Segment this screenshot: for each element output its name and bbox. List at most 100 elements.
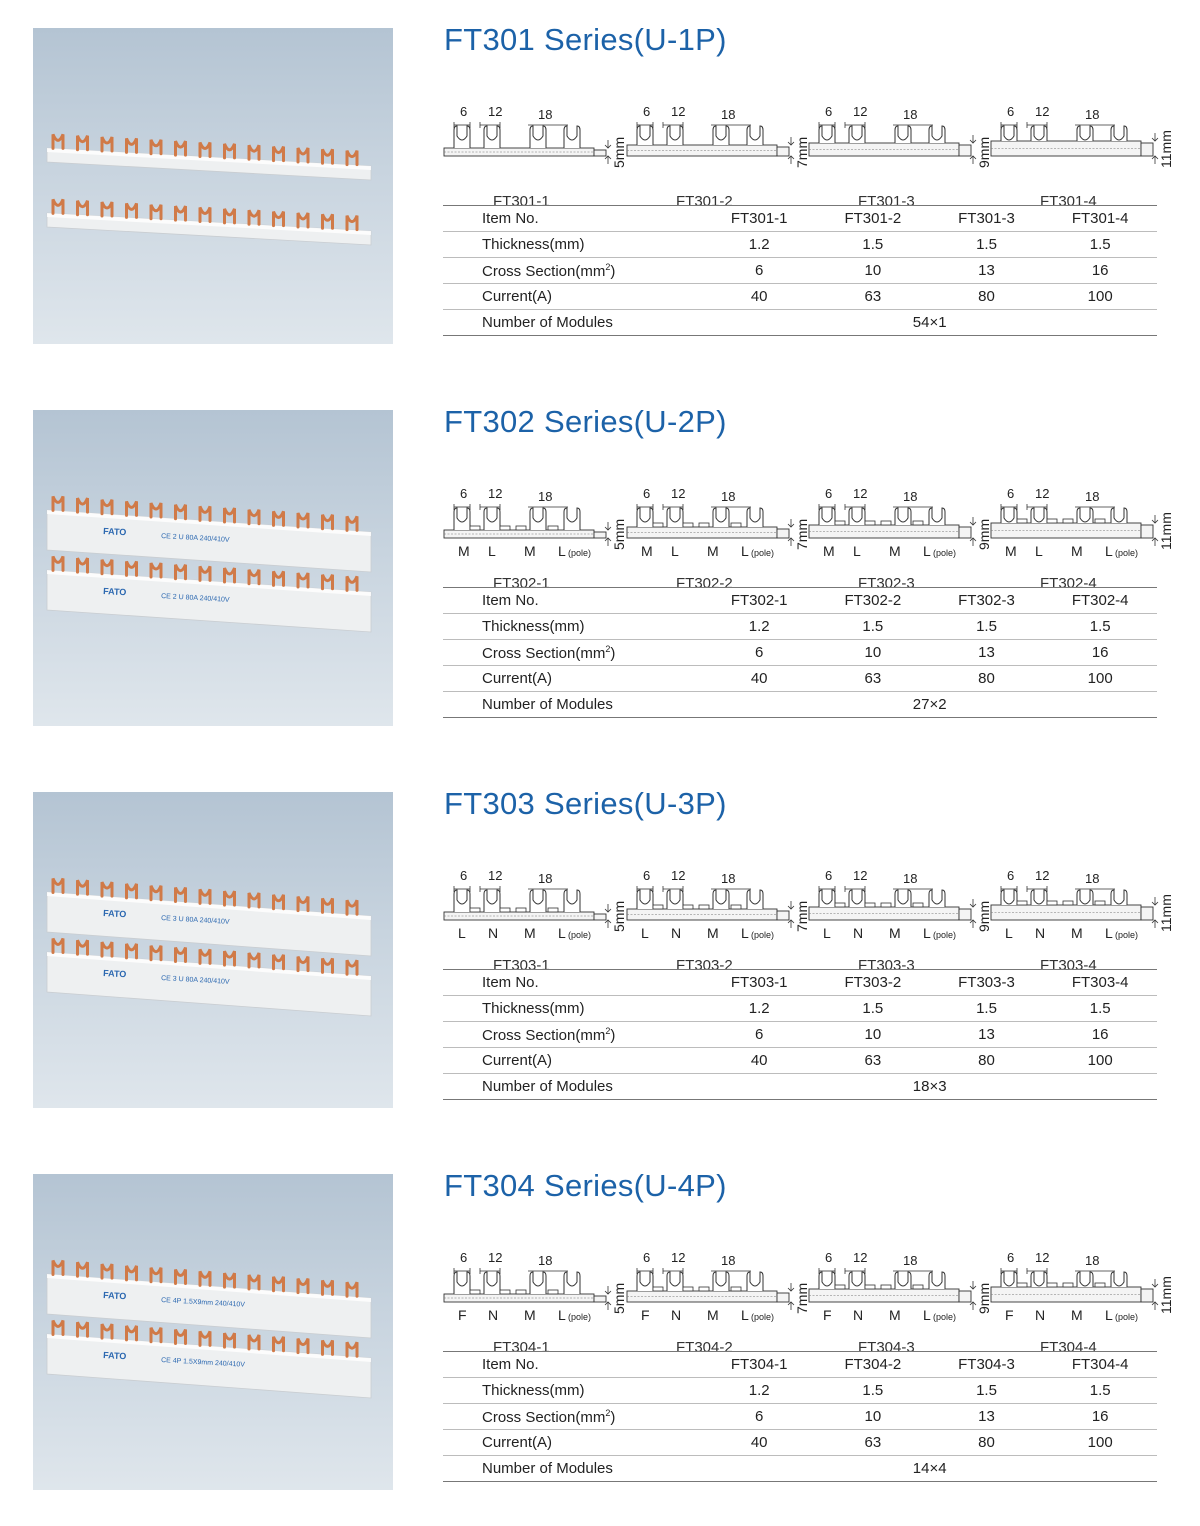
pole-label: L	[488, 543, 496, 559]
pin-tab	[682, 1286, 694, 1292]
dimension-lines	[453, 1268, 568, 1274]
fork-terminal	[1030, 1271, 1048, 1287]
dimension-label: 6	[460, 1250, 467, 1265]
pole-label: L	[558, 1307, 566, 1323]
pin-tab	[698, 904, 710, 910]
pin-tab	[1094, 1282, 1106, 1288]
thickness-label: Thickness(mm)	[443, 613, 703, 640]
pin-tab	[1016, 518, 1028, 524]
cross-label-text: Cross Section(mm	[482, 1408, 606, 1426]
fork-terminal	[666, 507, 684, 527]
fork-terminal	[529, 1271, 547, 1294]
dimension-label: 6	[643, 1250, 650, 1265]
table-cell: 80	[929, 283, 1044, 310]
pin-tab	[864, 1284, 876, 1290]
pole-label: F	[823, 1307, 832, 1323]
pole-label: L	[741, 1307, 749, 1323]
fork-terminal	[666, 125, 684, 145]
pole-label: L	[1105, 543, 1113, 559]
pin-tab	[1094, 900, 1106, 906]
pole-label: M	[1005, 543, 1017, 559]
thickness-arrow	[604, 1286, 612, 1310]
table-cell: 10	[816, 257, 930, 284]
table-cell: 1.5	[1043, 613, 1157, 640]
dimension-label: 18	[903, 107, 917, 122]
dimension-label: 18	[721, 1253, 735, 1268]
table-cell: 1.2	[702, 613, 817, 640]
pin-tab	[547, 1289, 559, 1295]
item-no-label: Item No.	[443, 969, 703, 996]
dimension-lines	[636, 122, 751, 128]
table-row: Current(A) 40 63 80 100	[443, 1047, 1157, 1074]
cross-label-close: )	[610, 644, 616, 662]
pole-note: (pole)	[1115, 1312, 1138, 1322]
thickness-label: 5mm	[611, 137, 627, 168]
dimension-label: 18	[721, 489, 735, 504]
table-cell: 40	[702, 665, 817, 692]
table-cell: FT304-2	[816, 1351, 930, 1378]
cross-label-text: Cross Section(mm	[482, 644, 606, 662]
thickness-arrow	[969, 1281, 977, 1310]
pin-tab	[469, 525, 481, 531]
fork-terminal	[928, 507, 946, 525]
pole-label: L	[1005, 925, 1013, 941]
fork-terminal	[746, 507, 764, 527]
busbar-photo	[46, 133, 372, 181]
dimension-label: 12	[853, 868, 867, 883]
pin-tab	[880, 520, 892, 526]
pin-tab	[912, 902, 924, 908]
dimension-label: 12	[671, 104, 685, 119]
dimension-label: 12	[671, 1250, 685, 1265]
table-cell: 6	[702, 257, 817, 284]
fork-terminal	[1000, 507, 1018, 523]
modules-value: 54×1	[702, 309, 1157, 336]
table-row: Item No. FT304-1 FT304-2 FT304-3 FT304-4	[443, 1351, 1157, 1378]
thickness-label: 7mm	[794, 137, 810, 168]
fork-terminal	[712, 507, 730, 527]
dimension-label: 12	[1035, 868, 1049, 883]
pole-label: M	[1071, 1307, 1083, 1323]
spec-table: Item No. FT304-1 FT304-2 FT304-3 FT304-4…	[443, 1351, 1157, 1482]
fork-terminal	[529, 889, 547, 912]
pole-label: L	[558, 925, 566, 941]
spec-table: Item No. FT301-1 FT301-2 FT301-3 FT301-4…	[443, 205, 1157, 336]
thickness-arrow	[787, 1283, 795, 1310]
pole-label: M	[889, 543, 901, 559]
table-cell: 80	[929, 1429, 1044, 1456]
fork-terminal	[666, 1271, 684, 1291]
pin-tab	[912, 1284, 924, 1290]
fork-terminal	[928, 889, 946, 907]
table-cell: 10	[816, 639, 930, 666]
pin-tab	[547, 525, 559, 531]
table-cell: 1.2	[702, 995, 817, 1022]
table-cell: 1.5	[816, 995, 930, 1022]
dimension-label: 6	[643, 104, 650, 119]
dimension-label: 6	[825, 1250, 832, 1265]
pole-label: M	[889, 925, 901, 941]
pin-tab	[515, 907, 527, 913]
modules-label: Number of Modules	[443, 691, 703, 718]
dimension-label: 6	[643, 868, 650, 883]
dimension-label: 12	[671, 486, 685, 501]
current-label: Current(A)	[443, 283, 703, 310]
pin-tab	[730, 1286, 742, 1292]
fork-terminal	[483, 1271, 501, 1294]
current-label: Current(A)	[443, 665, 703, 692]
fork-terminal	[746, 1271, 764, 1291]
pin-tab	[547, 907, 559, 913]
pin-tab	[698, 1286, 710, 1292]
dimension-label: 12	[488, 104, 502, 119]
thickness-arrow	[1151, 133, 1159, 164]
pin-tab	[682, 522, 694, 528]
table-cell: 1.5	[1043, 231, 1157, 258]
pin-tab	[730, 522, 742, 528]
